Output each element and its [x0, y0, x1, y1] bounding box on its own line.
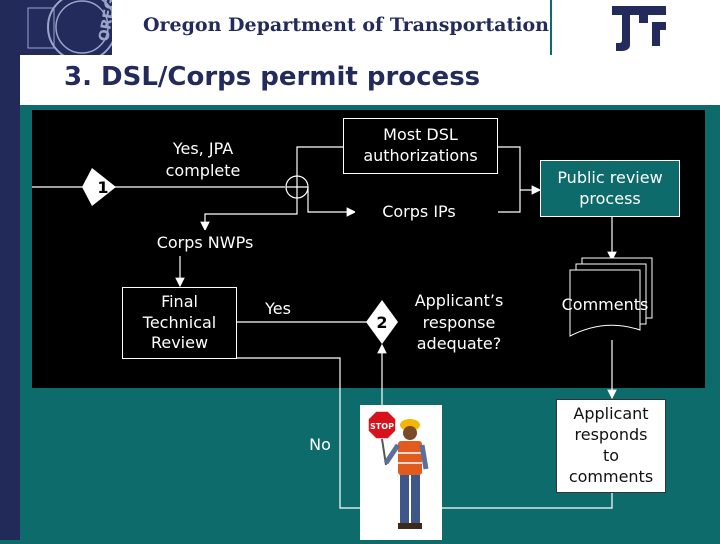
slide-title: 3. DSL/Corps permit process	[64, 62, 481, 92]
most-dsl-box: Most DSL authorizations	[343, 118, 498, 174]
comments-document-icon	[569, 257, 653, 337]
yes-jpa-label: Yes, JPA complete	[165, 139, 241, 180]
title-band	[20, 55, 720, 105]
final-review-box: Final Technical Review	[122, 287, 237, 359]
no-label: No	[309, 435, 331, 454]
flagger-worker-image: STOP	[360, 405, 442, 540]
comments-label: Comments	[561, 295, 649, 314]
step-1-number: 1	[97, 178, 108, 197]
step-2-number: 2	[376, 313, 387, 332]
step-1-marker: 1	[82, 168, 116, 206]
odot-logo-icon	[612, 6, 666, 51]
yes-label: Yes	[265, 299, 291, 318]
corps-nwps-box: Corps NWPs	[128, 230, 282, 256]
left-accent-bar	[0, 0, 20, 540]
applicant-response-label: Applicant’s response adequate?	[414, 291, 504, 354]
public-review-box: Public review process	[540, 160, 680, 217]
step-2-marker: 2	[366, 300, 398, 344]
odot-logo	[552, 0, 720, 55]
stop-sign-icon	[367, 410, 397, 440]
header-banner: OREGON Oregon Department of Transportati…	[20, 0, 550, 55]
org-name: Oregon Department of Transportation	[143, 14, 549, 36]
state-seal-icon: OREGON	[20, 0, 112, 55]
applicant-responds-box: Applicant responds to comments	[556, 399, 666, 493]
stop-sign-text: STOP	[370, 422, 394, 431]
summing-junction-icon	[285, 175, 309, 199]
corps-ips-box: Corps IPs	[355, 198, 483, 226]
